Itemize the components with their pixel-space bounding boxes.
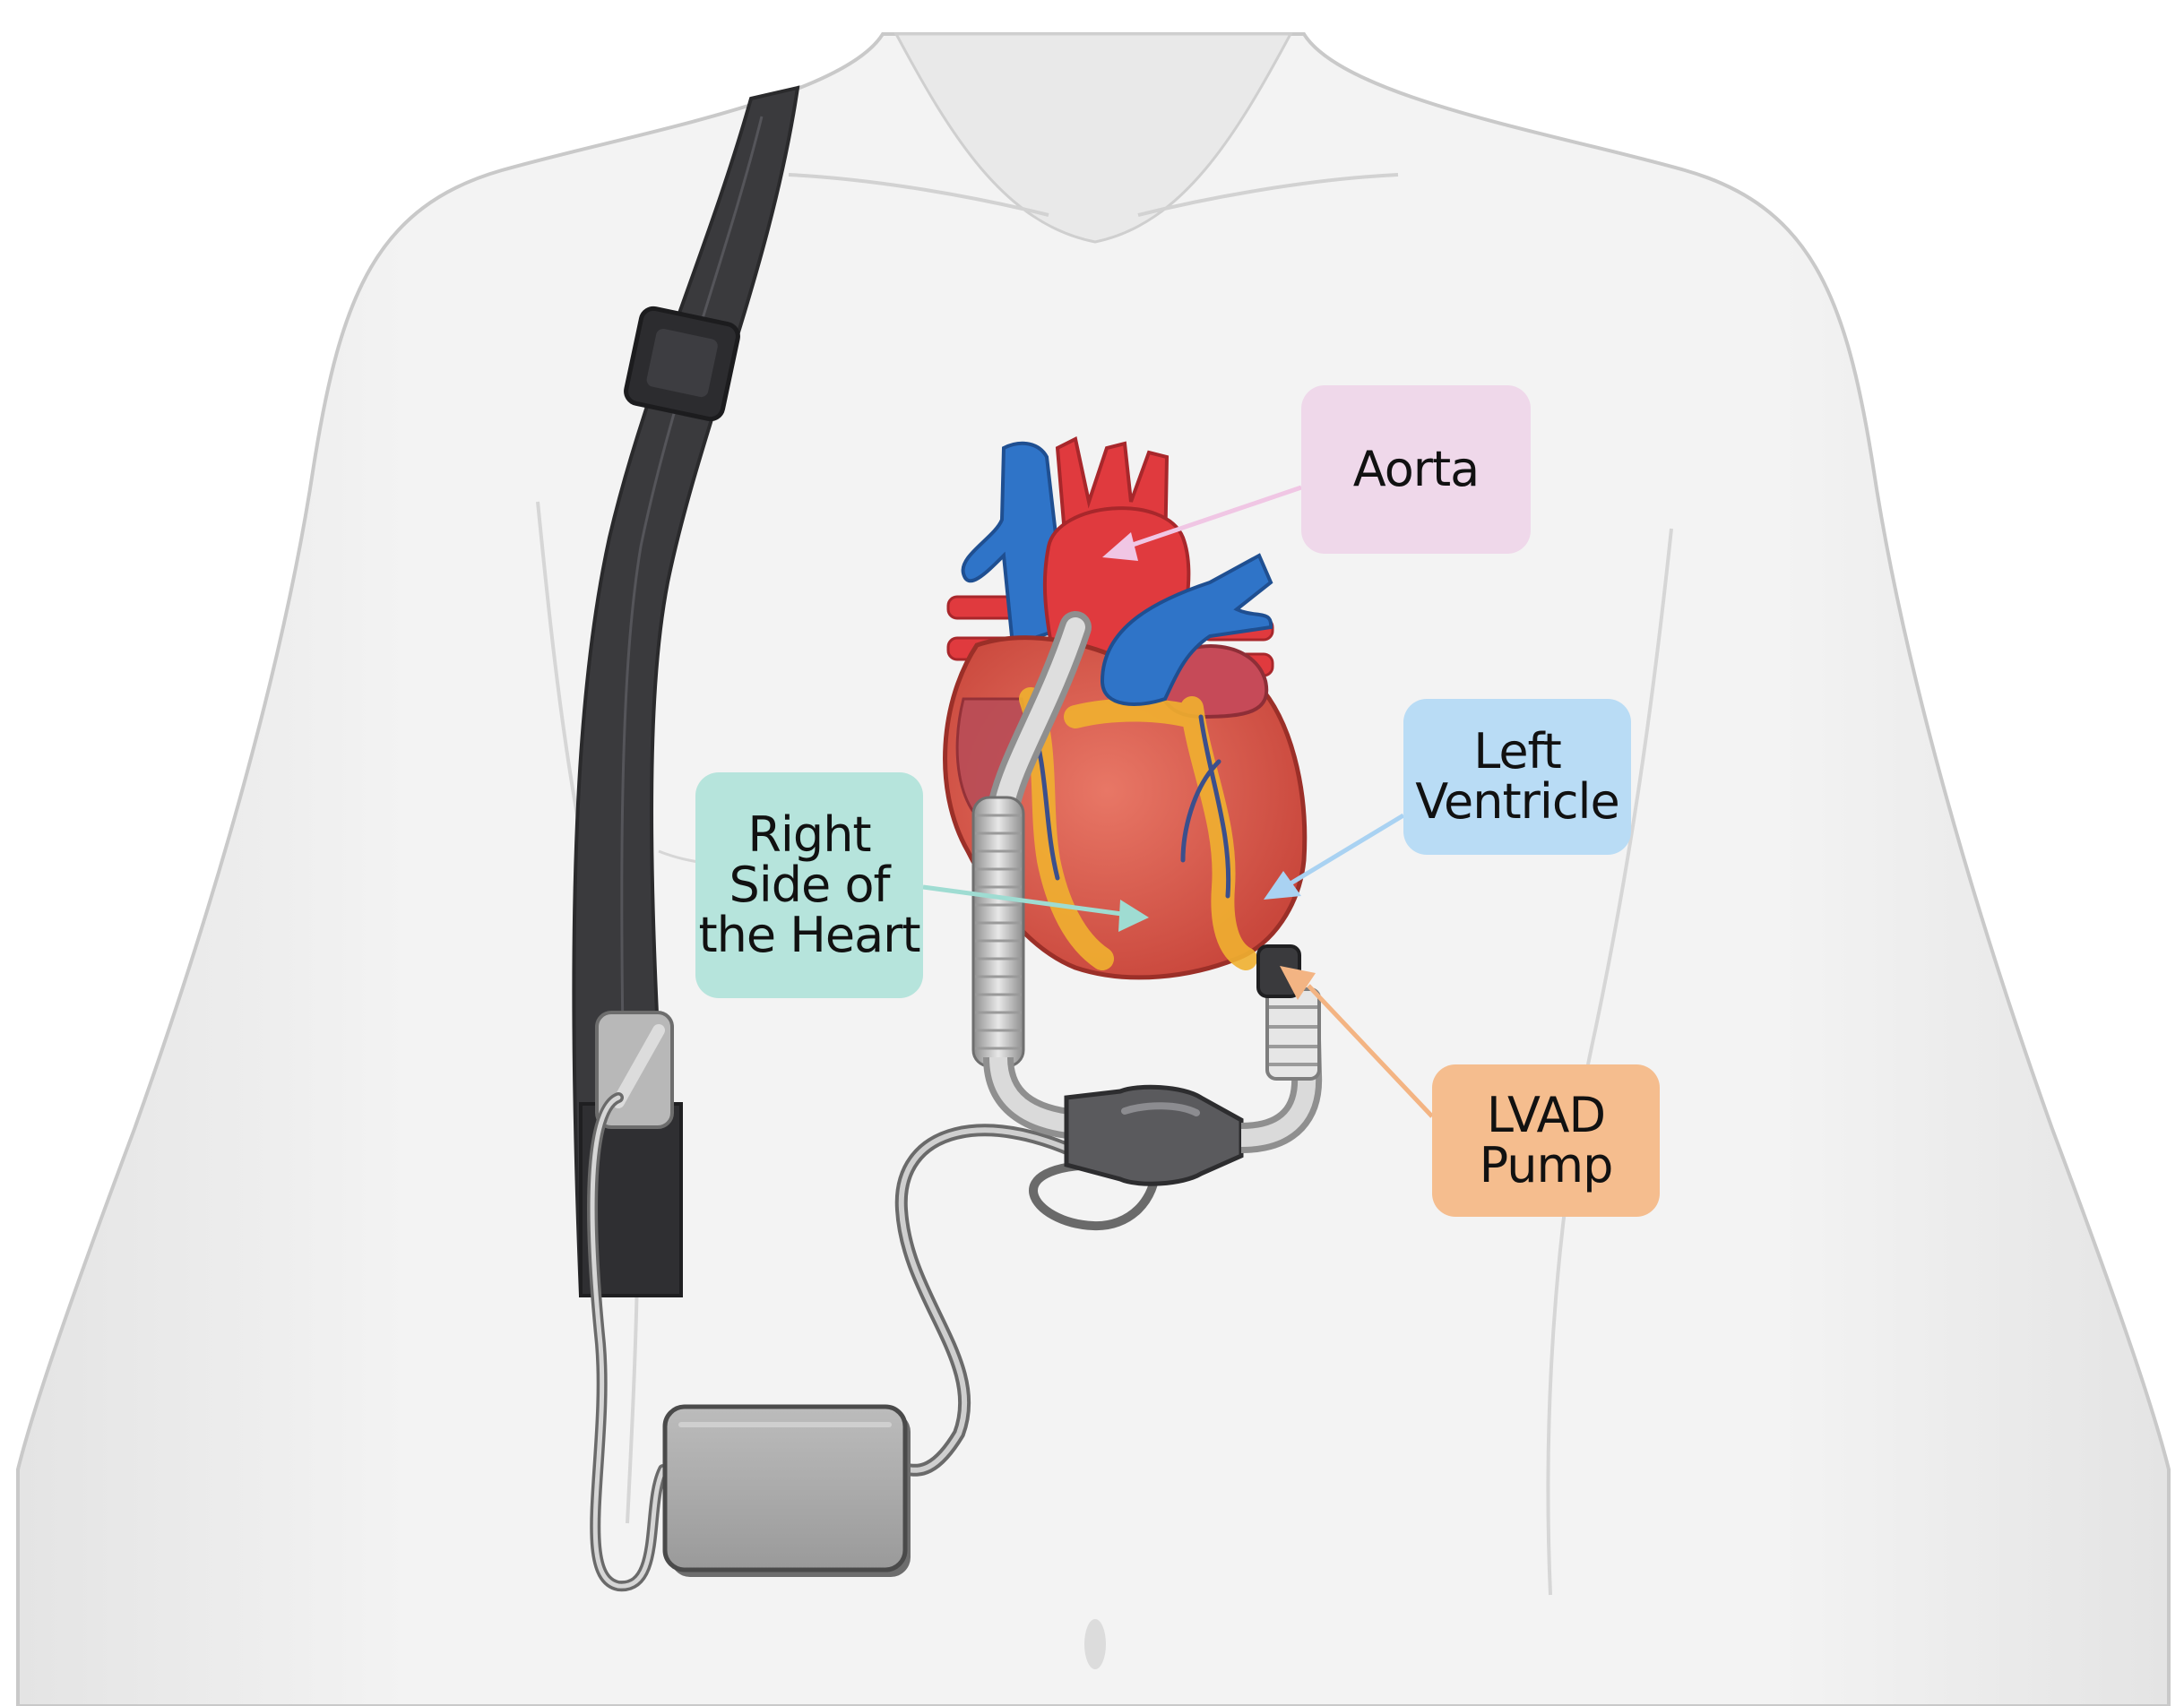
- label-lvad-pump-line-1: LVAD: [1487, 1090, 1605, 1141]
- label-right-side-line-2: Side of: [729, 860, 890, 910]
- label-right-side-line-3: the Heart: [698, 910, 919, 961]
- label-aorta: Aorta: [1301, 385, 1531, 554]
- label-right-side-line-1: Right: [747, 810, 870, 860]
- navel: [1084, 1619, 1106, 1669]
- outflow-graft-corrugated: [973, 797, 1023, 1066]
- label-lvad-pump: LVAD Pump: [1432, 1064, 1660, 1217]
- label-aorta-line-1: Aorta: [1353, 444, 1480, 495]
- label-left-ventricle-line-1: Left: [1473, 727, 1561, 777]
- controller-body: [665, 1407, 905, 1570]
- label-right-side-of-heart: Right Side of the Heart: [695, 772, 923, 998]
- lvad-controller-icon: [665, 1407, 911, 1577]
- label-left-ventricle-line-2: Ventricle: [1415, 777, 1619, 827]
- label-lvad-pump-line-2: Pump: [1480, 1141, 1613, 1191]
- label-left-ventricle: Left Ventricle: [1403, 699, 1631, 855]
